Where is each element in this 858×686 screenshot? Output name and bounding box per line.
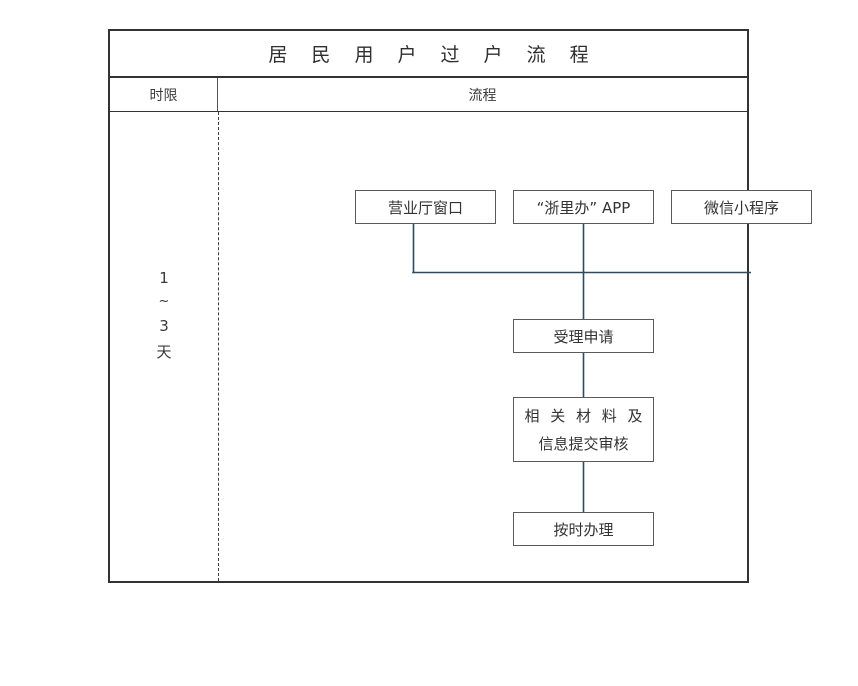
flow-node-service-hall[interactable]: 营业厅窗口 bbox=[355, 190, 496, 224]
table-header-row: 时限 流程 bbox=[110, 78, 747, 112]
connector-lines bbox=[412, 223, 751, 513]
flow-node-accept-application[interactable]: 受理申请 bbox=[513, 319, 654, 353]
flow-diagram: 营业厅窗口 “浙里办” APP 微信小程序 受理申请 相 关 材 料 及 信息提… bbox=[218, 112, 812, 581]
title-row: 居 民 用 户 过 户 流 程 bbox=[110, 31, 747, 78]
deadline-unit: 天 bbox=[156, 343, 172, 361]
deadline-line-3: 3 bbox=[159, 317, 169, 335]
deadline-cell: 1 ~ 3 天 bbox=[110, 112, 218, 581]
flow-node-label: 按时办理 bbox=[553, 520, 614, 539]
flow-node-label: 受理申请 bbox=[553, 327, 614, 346]
flow-node-submit-materials-review[interactable]: 相 关 材 料 及 信息提交审核 bbox=[513, 397, 654, 462]
column-divider bbox=[218, 112, 219, 581]
column-header-deadline: 时限 bbox=[110, 78, 218, 111]
flow-node-label-line1: 相 关 材 料 及 bbox=[524, 406, 646, 425]
deadline-range-separator: ~ bbox=[158, 294, 170, 309]
flow-node-label: 微信小程序 bbox=[703, 198, 779, 217]
flow-node-label: 营业厅窗口 bbox=[387, 198, 463, 217]
column-header-process: 流程 bbox=[468, 87, 497, 104]
flow-node-timely-processing[interactable]: 按时办理 bbox=[513, 512, 654, 546]
deadline-line-1: 1 bbox=[159, 269, 169, 287]
page-title: 居 民 用 户 过 户 流 程 bbox=[268, 44, 598, 66]
flow-node-label-line2: 信息提交审核 bbox=[538, 434, 629, 453]
flow-node-zhelibanapp[interactable]: “浙里办” APP bbox=[513, 190, 654, 224]
flowchart-frame: 居 民 用 户 过 户 流 程 时限 流程 1 ~ 3 天 bbox=[108, 29, 812, 583]
flow-node-wechat-miniprogram[interactable]: 微信小程序 bbox=[671, 190, 812, 224]
table-body-row: 1 ~ 3 天 bbox=[110, 112, 812, 581]
flow-node-label: “浙里办” APP bbox=[536, 198, 631, 217]
